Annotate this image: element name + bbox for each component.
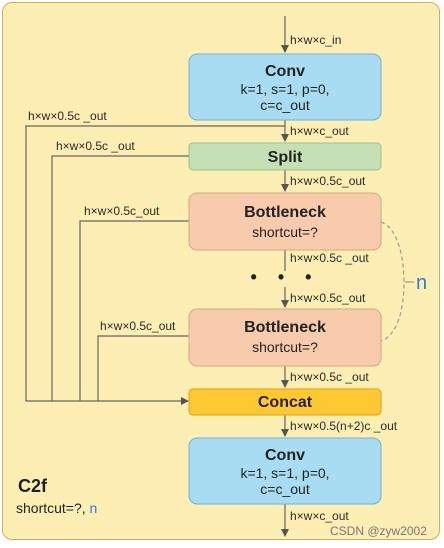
label-after-concat: h×w×0.5(n+2)c _out (290, 419, 398, 433)
conv-block-bottom: Conv k=1, s=1, p=0, c=c_out (188, 437, 382, 505)
label-after-conv: h×w×c_out (290, 124, 349, 138)
conv-bottom-title: Conv (265, 447, 305, 464)
skip-line-4 (97, 335, 189, 401)
concat-block: Concat (188, 388, 382, 416)
label-output-shape: h×w×c_out (290, 509, 349, 523)
ellipsis: • • • (251, 267, 320, 287)
bottleneck-block-2: Bottleneck shortcut=? (188, 308, 382, 367)
conv-top-params: k=1, s=1, p=0, (240, 81, 329, 97)
label-skip-1: h×w×0.5c _out (28, 109, 107, 123)
conv-bottom-channels: c=c_out (260, 481, 310, 497)
label-after-bottleneck-1: h×w×0.5c _out (290, 251, 369, 265)
conv-block-top: Conv k=1, s=1, p=0, c=c_out (188, 53, 382, 121)
module-shortcut: shortcut=?, (16, 500, 86, 516)
bottleneck-2-shortcut: shortcut=? (252, 339, 318, 355)
bottleneck-1-shortcut: shortcut=? (252, 224, 318, 240)
label-after-split: h×w×0.5c_out (290, 174, 366, 188)
bottleneck-block-1: Bottleneck shortcut=? (188, 192, 382, 251)
repeat-n-label: n (416, 272, 427, 294)
conv-top-channels: c=c_out (260, 97, 310, 113)
bottleneck-2-title: Bottleneck (244, 319, 326, 336)
conv-bottom-params: k=1, s=1, p=0, (240, 465, 329, 481)
label-skip-4: h×w×0.5c_out (100, 319, 176, 333)
split-block: Split (188, 142, 382, 171)
watermark: CSDN @zyw2002 (330, 524, 427, 538)
label-input-shape: h×w×c_in (290, 33, 341, 47)
label-skip-3: h×w×0.5c_out (84, 204, 160, 218)
module-title: C2f (18, 476, 48, 496)
bottleneck-1-title: Bottleneck (244, 204, 326, 221)
label-before-bottleneck-2: h×w×0.5c_out (290, 291, 366, 305)
module-subtitle: shortcut=?, n (16, 500, 97, 516)
label-after-bottleneck-2: h×w×0.5c _out (290, 370, 369, 384)
concat-title: Concat (258, 394, 313, 411)
repeat-bracket (380, 221, 405, 342)
skip-line-1 (25, 125, 285, 402)
skip-line-2 (51, 155, 189, 401)
conv-top-title: Conv (265, 63, 305, 80)
label-skip-2: h×w×0.5c _out (56, 139, 135, 153)
split-title: Split (268, 149, 303, 166)
module-n: n (89, 500, 98, 516)
